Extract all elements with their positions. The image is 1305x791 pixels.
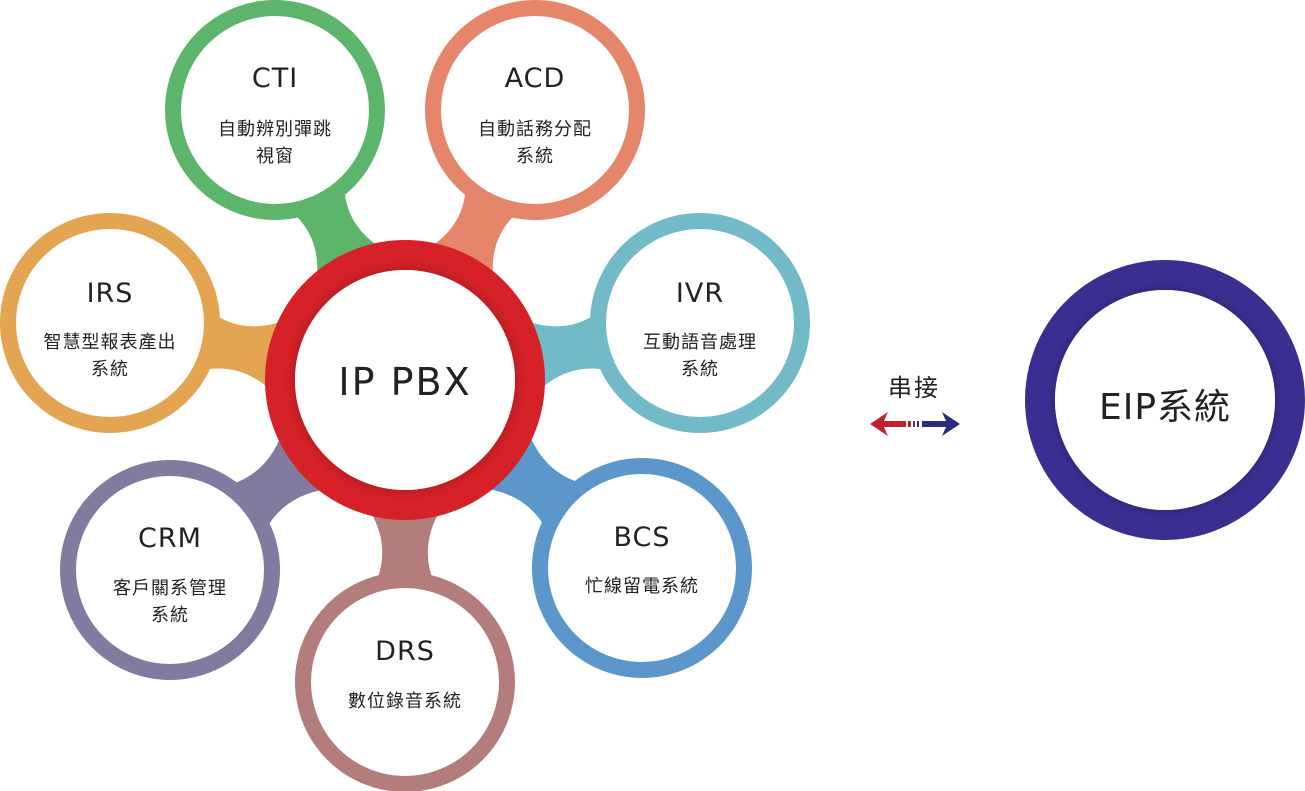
node-ring-drs: [295, 572, 515, 791]
node-desc-irs-1: 智慧型報表產出: [43, 332, 177, 353]
node-title-ivr: IVR: [675, 278, 725, 309]
node-desc-ivr-1: 互動語音處理: [643, 332, 757, 353]
node-desc-ivr-2: 系統: [681, 359, 719, 380]
node-ring-crm: [60, 460, 280, 680]
node-ring-ivr: [590, 213, 810, 433]
node-desc-cti-2: 視窗: [256, 146, 294, 167]
node-desc-bcs-1: 忙線留電系統: [585, 576, 699, 597]
node-desc-crm-1: 客戶關系管理: [113, 578, 227, 599]
node-desc-acd-1: 自動話務分配: [478, 119, 592, 140]
eip-inner: [1055, 290, 1275, 510]
node-desc-crm-2: 系統: [151, 605, 189, 626]
hub-inner: [295, 270, 515, 490]
node-desc-acd-2: 系統: [516, 146, 554, 167]
node-title-irs: IRS: [86, 278, 134, 309]
node-ring-bcs: [532, 458, 752, 678]
eip-title: EIP系統: [1098, 387, 1232, 428]
node-ring-cti: [165, 0, 385, 220]
node-desc-irs-2: 系統: [91, 359, 129, 380]
link-label: 串接: [888, 374, 940, 402]
arrow-dash-3: [917, 421, 919, 427]
arrow-dash-2: [913, 421, 915, 427]
arrow-left: [870, 412, 906, 436]
link-arrow: [870, 412, 960, 436]
node-title-crm: CRM: [138, 523, 202, 554]
node-desc-drs-1: 數位錄音系統: [348, 691, 462, 712]
connector-drs: [363, 500, 447, 585]
node-ring-irs: [0, 213, 220, 433]
node-title-drs: DRS: [375, 636, 435, 667]
hub-title: IP PBX: [338, 360, 472, 404]
node-title-bcs: BCS: [613, 522, 671, 553]
arrow-dash-1: [908, 421, 911, 427]
node-ring-acd: [425, 0, 645, 220]
arrow-right: [922, 412, 960, 436]
node-desc-cti-1: 自動辨別彈跳: [218, 119, 332, 140]
node-title-acd: ACD: [504, 63, 566, 94]
node-title-cti: CTI: [251, 63, 299, 94]
